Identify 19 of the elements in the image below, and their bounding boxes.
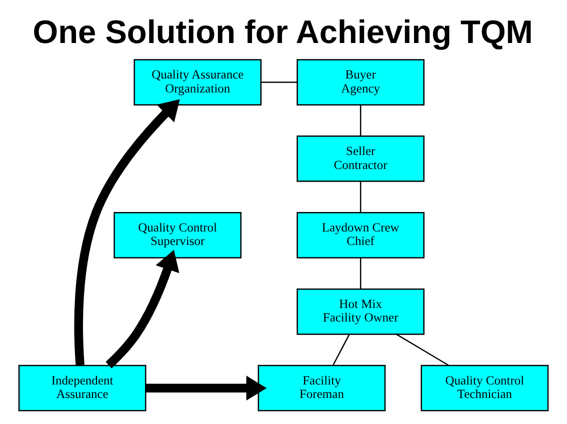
node-box: Laydown Crew Chief	[296, 212, 425, 258]
node-box: Independent Assurance	[18, 364, 146, 412]
connector	[332, 334, 350, 366]
node-box: Quality Assurance Organization	[134, 59, 262, 106]
arrow	[146, 376, 267, 401]
connector	[396, 334, 450, 366]
connector	[260, 82, 298, 83]
node-box: Hot Mix Facility Owner	[296, 288, 425, 335]
diagram-title: One Solution for Achieving TQM	[32, 13, 533, 50]
node-box: Quality Control Technician	[420, 364, 549, 412]
node-box: Facility Foreman	[258, 364, 386, 412]
arrow	[74, 99, 180, 366]
node-box: Quality Control Supervisor	[114, 212, 242, 258]
connector	[360, 181, 362, 212]
node-box: Buyer Agency	[296, 59, 425, 106]
node-box: Seller Contractor	[296, 136, 425, 182]
connector	[360, 104, 362, 136]
arrow	[106, 250, 180, 368]
connector	[360, 258, 362, 289]
